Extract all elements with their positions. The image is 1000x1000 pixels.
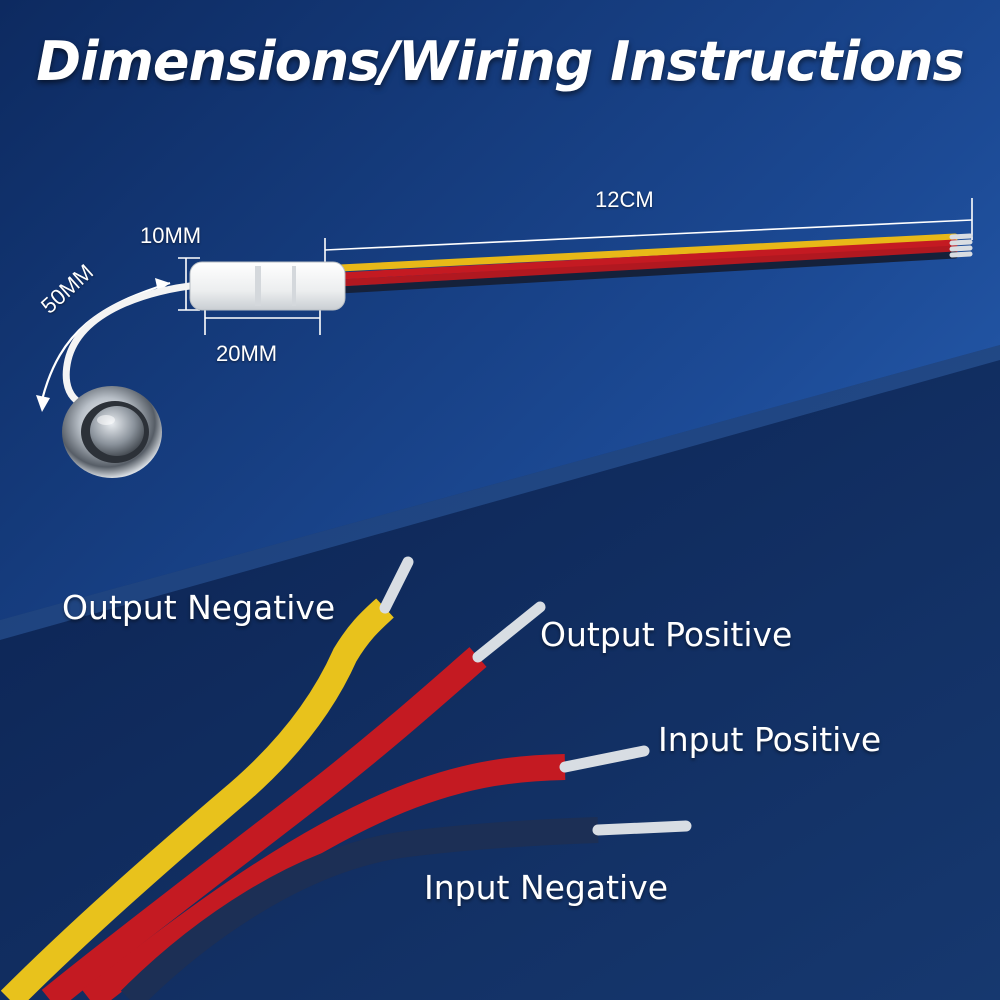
input-negative-label: Input Negative [424,868,669,907]
connector [189,261,346,311]
harness-wire-tips [949,233,973,258]
page-title: Dimensions/Wiring Instructions [36,30,964,93]
closeup-wire-tips [379,556,692,836]
metal-button [62,386,162,478]
output-positive-label: Output Positive [540,615,793,654]
cable-length-label: 12CM [595,187,654,212]
closeup-wires [0,598,599,1000]
connector-length-label: 20MM [216,341,278,366]
output-negative-label: Output Negative [62,588,336,627]
connector-height-label: 10MM [140,223,202,248]
harness-wires [336,233,959,294]
input-positive-label: Input Positive [658,720,882,759]
